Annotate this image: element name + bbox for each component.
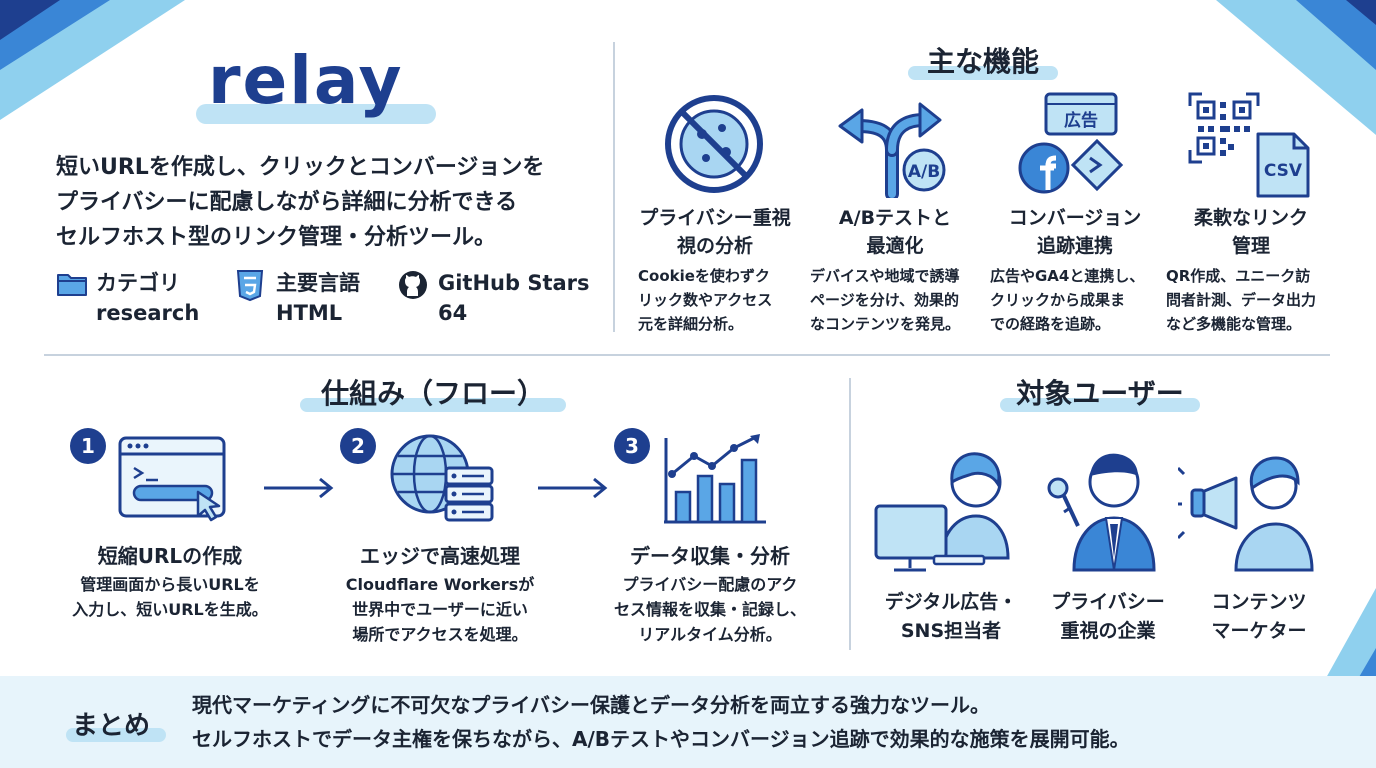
summary-band [0, 676, 1376, 768]
meta-language: 主要言語 HTML [236, 268, 386, 332]
ab-split-arrow-icon: A/B [838, 102, 946, 198]
intro-description: 短いURLを作成し、クリックとコンバージョンを プライバシーに配慮しながら詳細に… [56, 150, 596, 255]
divider-vertical-bottom [849, 378, 851, 650]
feature-title: プライバシー重視 [639, 207, 791, 229]
user-label: コンテンツ マーケター [1211, 591, 1307, 642]
meta-value: 64 [438, 301, 468, 325]
meta-label: カテゴリ [96, 271, 180, 295]
feature-link-management: 柔軟なリンク 管理 QR作成、ユニーク訪 問者計測、データ出力 など多機能な管理… [1160, 204, 1342, 336]
users-title: 対象ユーザー [1016, 377, 1184, 410]
globe-server-icon [390, 434, 494, 522]
divider-vertical-top [613, 42, 615, 332]
corner-decoration-top-left [0, 0, 185, 120]
step-desc: Cloudflare Workersが 世界中でユーザーに近い 場所でアクセスを… [345, 575, 535, 644]
feature-title: 最適化 [866, 235, 924, 257]
corner-decoration-top-right [1216, 0, 1376, 135]
user-label: プライバシー 重視の企業 [1051, 591, 1165, 642]
meta-value: HTML [276, 301, 343, 325]
flow-title-highlight [300, 398, 566, 412]
logo-text: relay [208, 42, 404, 119]
feature-title: 管理 [1231, 235, 1270, 257]
meta-value: research [96, 301, 200, 325]
no-cookie-icon [665, 95, 763, 193]
step-desc: プライバシー配慮のアク セス情報を収集・記録し、 リアルタイム分析。 [613, 575, 806, 644]
intro-line: プライバシーに配慮しながら詳細に分析できる [56, 190, 518, 215]
features-title: 主な機能 [926, 45, 1039, 78]
arrow-right-icon [264, 477, 334, 499]
feature-conversion-tracking: コンバージョン 追跡連携 広告やGA4と連携し、 クリックから成果ま での経路を… [984, 204, 1166, 336]
step-number: 2 [340, 428, 376, 464]
summary-line: 現代マーケティングに不可欠なプライバシー保護とデータ分析を両立する強力なツール。 [192, 693, 990, 717]
step-title: データ収集・分析 [630, 544, 790, 568]
step-number: 3 [614, 428, 650, 464]
intro-line: セルフホスト型のリンク管理・分析ツール。 [56, 225, 497, 250]
feature-desc: デバイスや地域で誘導 ページを分け、効果的 なコンテンツを発見。 [810, 267, 961, 333]
summary-label: まとめ [72, 711, 151, 741]
step-desc: 管理画面から長いURLを 入力し、短いURLを生成。 [72, 575, 268, 619]
intro-line: 短いURLを作成し、クリックとコンバージョンを [56, 155, 545, 180]
person-computer-icon [874, 452, 1010, 572]
feature-desc: 広告やGA4と連携し、 クリックから成果ま での経路を追跡。 [990, 267, 1145, 333]
feature-desc: QR作成、ユニーク訪 問者計測、データ出力 など多機能な管理。 [1166, 267, 1317, 333]
step-title: 短縮URLの作成 [97, 544, 243, 568]
feature-title: 追跡連携 [1036, 235, 1113, 257]
divider-horizontal [44, 354, 1330, 356]
logo: relay [196, 42, 446, 132]
github-icon [399, 271, 427, 299]
flow-title: 仕組み（フロー） [320, 377, 545, 410]
feature-title: コンバージョン [1008, 207, 1142, 229]
ab-icon-label: A/B [908, 162, 940, 182]
marketer-megaphone-icon [1178, 456, 1314, 572]
meta-github-stars: GitHub Stars 64 [398, 268, 598, 332]
user-label: デジタル広告・ SNS担当者 [884, 591, 1018, 642]
feature-desc: Cookieを使わずク リック数やアクセス 元を詳細分析。 [638, 267, 773, 333]
feature-ab-testing: A/Bテストと 最適化 デバイスや地域で誘導 ページを分け、効果的 なコンテンツ… [804, 204, 986, 336]
businessman-key-icon [1047, 453, 1156, 572]
meta-label: 主要言語 [276, 271, 360, 295]
summary-line: セルフホストでデータ主権を保ちながら、A/Bテストやコンバージョン追跡で効果的な… [192, 727, 1130, 751]
logo-highlight [196, 104, 436, 124]
feature-title: 視の分析 [676, 235, 753, 257]
folder-icon [57, 274, 87, 296]
html5-icon [236, 270, 264, 302]
meta-category: カテゴリ research [56, 268, 216, 332]
users-title-highlight [1000, 398, 1200, 412]
qr-csv-icon: CSV [1188, 92, 1310, 198]
csv-icon-label: CSV [1264, 161, 1303, 181]
meta-label: GitHub Stars [438, 271, 590, 295]
summary-label-highlight [66, 728, 166, 742]
ads-icon-label: 広告 [1064, 110, 1098, 131]
ads-integration-icon: 広告 [1018, 92, 1124, 194]
bar-chart-trend-icon [664, 434, 766, 524]
feature-privacy-analytics: プライバシー重視 視の分析 Cookieを使わずク リック数やアクセス 元を詳細… [624, 204, 806, 336]
browser-click-icon [118, 436, 226, 522]
feature-title: 柔軟なリンク [1193, 207, 1308, 229]
features-title-highlight [908, 66, 1058, 80]
arrow-right-icon [538, 477, 608, 499]
summary-text: 現代マーケティングに不可欠なプライバシー保護とデータ分析を両立する強力なツール。… [192, 688, 1130, 756]
step-number: 1 [70, 428, 106, 464]
step-title: エッジで高速処理 [360, 544, 520, 568]
feature-title: A/Bテストと [838, 207, 952, 229]
